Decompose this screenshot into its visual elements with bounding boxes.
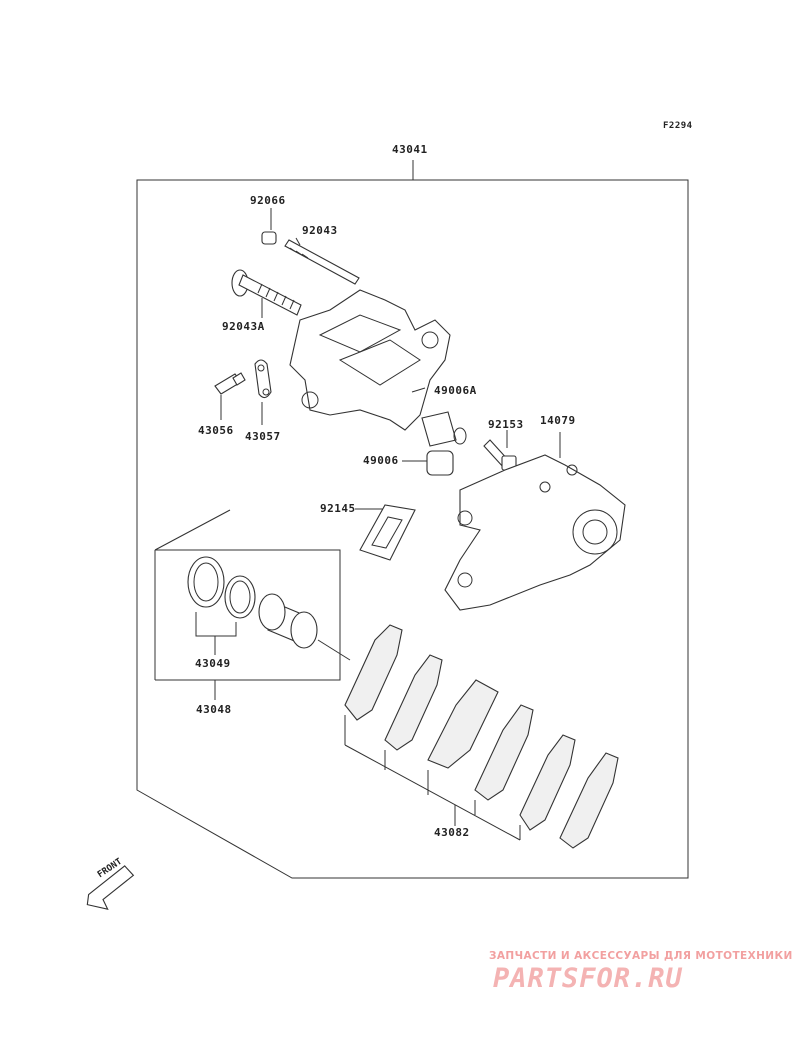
part-label-43057: 43057 bbox=[245, 430, 281, 443]
seal-43049 bbox=[187, 556, 256, 655]
front-arrow-icon bbox=[86, 865, 135, 911]
part-label-92066: 92066 bbox=[250, 194, 286, 207]
part-label-92043a: 92043A bbox=[222, 320, 265, 333]
pin-92043 bbox=[284, 237, 360, 285]
part-label-43056: 43056 bbox=[198, 424, 234, 437]
sleeve bbox=[421, 411, 467, 447]
caliper-body-49006a bbox=[289, 289, 451, 431]
piston bbox=[258, 593, 351, 661]
assembly-number: 43041 bbox=[392, 143, 428, 156]
part-label-14079: 14079 bbox=[540, 414, 576, 427]
part-label-92153: 92153 bbox=[488, 418, 524, 431]
part-label-49006a: 49006A bbox=[434, 384, 477, 397]
part-label-49006: 49006 bbox=[363, 454, 399, 467]
watermark-logo: PARTSFOR.RU bbox=[493, 963, 683, 994]
piston-kit-bracket bbox=[155, 549, 341, 681]
part-label-43049: 43049 bbox=[195, 657, 231, 670]
part-label-43082: 43082 bbox=[434, 826, 470, 839]
watermark-tagline: ЗАПЧАСТИ И АКСЕССУАРЫ ДЛЯ МОТОТЕХНИКИ bbox=[489, 950, 793, 962]
bolt-92153 bbox=[483, 430, 517, 471]
figure-code: F2294 bbox=[663, 121, 693, 131]
assembly-frame bbox=[136, 179, 689, 879]
bracket-43057 bbox=[254, 359, 272, 425]
bleed-valve-43056 bbox=[214, 372, 246, 420]
bleed-cap-92066 bbox=[261, 208, 277, 245]
spring-plate-92145 bbox=[355, 504, 416, 561]
brake-pads-43082 bbox=[344, 624, 619, 849]
caliper-bracket-14079 bbox=[444, 432, 626, 611]
part-label-43048: 43048 bbox=[196, 703, 232, 716]
boot-49006 bbox=[402, 450, 454, 476]
part-label-92043: 92043 bbox=[302, 224, 338, 237]
part-label-92145: 92145 bbox=[320, 502, 356, 515]
bolt-92043a bbox=[231, 269, 302, 318]
